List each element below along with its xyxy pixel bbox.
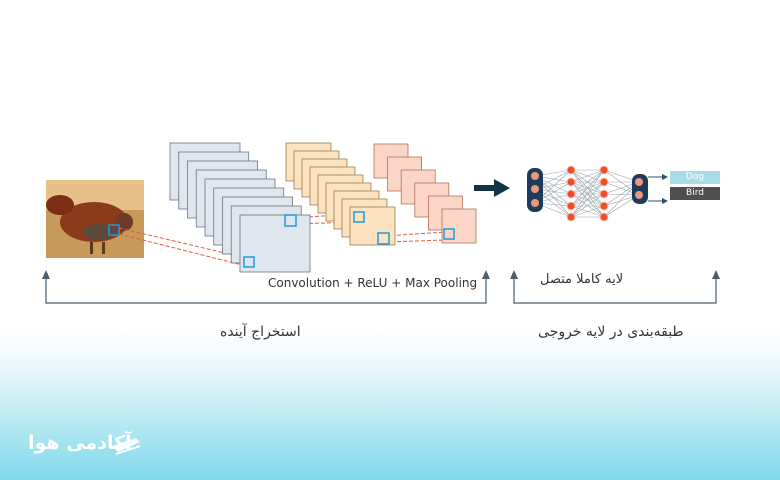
stack1-top-highlight xyxy=(284,214,297,227)
stack2-highlight xyxy=(377,232,390,245)
network-node xyxy=(531,172,539,180)
network-node xyxy=(599,201,609,211)
classification-bracket xyxy=(513,275,717,304)
feature-map-1-9 xyxy=(239,214,311,273)
convolution-stack-1 xyxy=(169,142,311,273)
output-arrowhead-bird xyxy=(662,198,668,204)
network-connection xyxy=(570,193,605,207)
network-connection xyxy=(570,193,605,218)
flow-arrow-icon xyxy=(474,179,510,197)
stack3-highlight xyxy=(443,228,455,240)
network-connection xyxy=(570,169,605,218)
network-node xyxy=(599,165,609,175)
network-connection xyxy=(570,169,605,207)
network-node xyxy=(599,177,609,187)
network-connection xyxy=(570,169,605,183)
network-connection xyxy=(570,169,605,195)
network-connection xyxy=(570,181,605,218)
input-image xyxy=(46,180,144,258)
pooling-stack-3 xyxy=(373,143,477,244)
network-node xyxy=(531,185,539,193)
stack2-top-highlight xyxy=(353,211,365,223)
pipeline-caption: Convolution + ReLU + Max Pooling xyxy=(268,276,478,290)
network-node xyxy=(566,177,576,187)
classification-caption: طبقه‌بندی در لایه خروجی xyxy=(538,324,684,340)
network-node xyxy=(599,189,609,199)
stack1-highlight xyxy=(243,256,255,268)
network-node xyxy=(635,178,643,186)
network-node xyxy=(566,189,576,199)
brand-logo-icon xyxy=(112,438,141,455)
feature-extraction-bracket xyxy=(45,275,487,304)
feature-map-3-6 xyxy=(441,208,477,244)
network-node xyxy=(531,199,539,207)
feature-extraction-caption: استخراج آینده xyxy=(220,324,301,340)
output-arrowhead-dog xyxy=(662,174,668,180)
network-node xyxy=(599,212,609,222)
network-node xyxy=(566,212,576,222)
class-label-dog: Dog xyxy=(670,171,720,184)
fully-connected-caption: لایه کاملا متصل xyxy=(540,272,624,287)
network-node xyxy=(566,201,576,211)
input-receptive-field xyxy=(108,224,120,236)
fully-connected-network xyxy=(527,165,668,222)
network-connection xyxy=(570,205,605,218)
network-node xyxy=(635,191,643,199)
brand-name: آکادمی هوا xyxy=(28,432,132,454)
class-label-bird: Bird xyxy=(670,187,720,200)
network-node xyxy=(566,165,576,175)
feature-map-2-9 xyxy=(349,206,396,246)
